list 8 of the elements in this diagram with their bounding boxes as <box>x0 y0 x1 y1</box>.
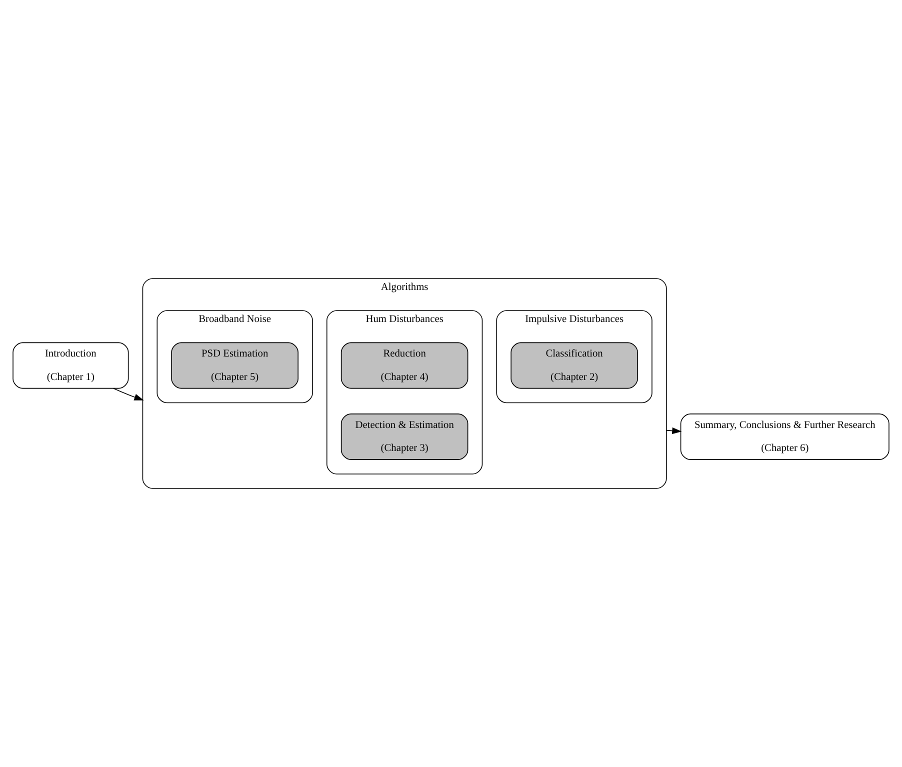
node-box: Reduction (Chapter 4) <box>340 342 468 389</box>
node-box: Summary, Conclusions & Further Research (Chapter 6) <box>680 414 890 460</box>
node-box: Detection & Estimation (Chapter 3) <box>340 414 468 460</box>
node-box: Classification (Chapter 2) <box>510 342 638 389</box>
node-box: PSD Estimation (Chapter 5) <box>171 342 298 389</box>
node-box: Introduction (Chapter 1) <box>12 342 129 389</box>
arrow <box>666 427 682 434</box>
arrow <box>113 388 144 400</box>
